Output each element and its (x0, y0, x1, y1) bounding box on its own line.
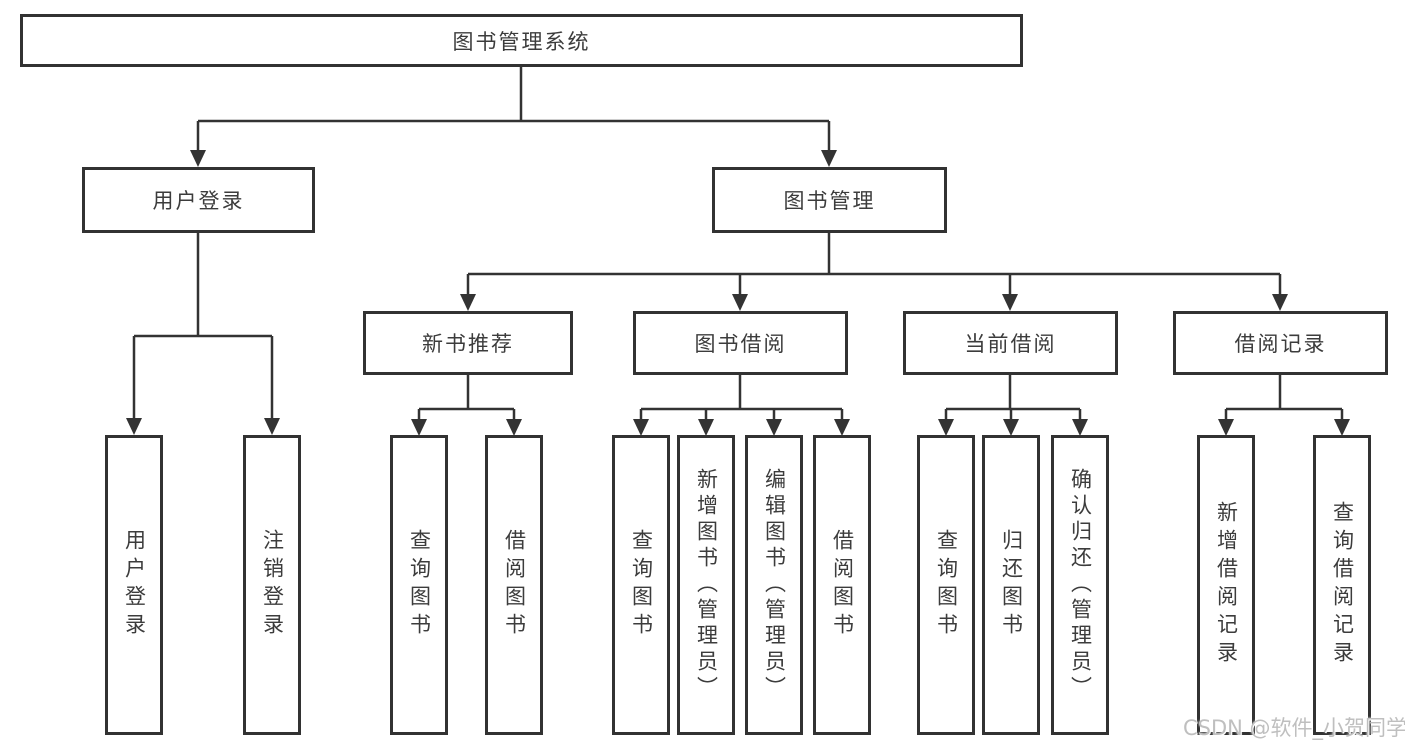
arrowhead-icon (698, 419, 714, 436)
arrowhead-icon (190, 150, 206, 167)
leaf-borrow-books: 借阅图书 (813, 435, 871, 735)
leaf-edit-books-admin: 编辑图书（管理员） (745, 435, 803, 735)
arrowhead-icon (732, 294, 748, 311)
arrowhead-icon (460, 294, 476, 311)
arrowhead-icon (1002, 294, 1018, 311)
node-book-management: 图书管理 (712, 167, 947, 233)
arrowhead-icon (1272, 294, 1288, 311)
leaf-add-books-admin: 新增图书（管理员） (677, 435, 735, 735)
csdn-watermark: CSDN @软件_小贺同学 (1183, 716, 1405, 740)
arrowhead-icon (633, 419, 649, 436)
leaf-query-books: 查询图书 (612, 435, 670, 735)
arrowheads (126, 150, 1350, 436)
leaf-query-books: 查询图书 (390, 435, 448, 735)
arrowhead-icon (821, 150, 837, 167)
arrowhead-icon (766, 419, 782, 436)
node-user-login: 用户登录 (82, 167, 315, 233)
leaf-add-borrow-record: 新增借阅记录 (1197, 435, 1255, 735)
arrowhead-icon (834, 419, 850, 436)
arrowhead-icon (1072, 419, 1088, 436)
leaf-confirm-return-admin: 确认归还（管理员） (1051, 435, 1109, 735)
arrowhead-icon (411, 419, 427, 436)
node-borrowing-records: 借阅记录 (1173, 311, 1388, 375)
leaf-return-books: 归还图书 (982, 435, 1040, 735)
arrowhead-icon (506, 419, 522, 436)
arrowhead-icon (938, 419, 954, 436)
leaf-query-borrow-record: 查询借阅记录 (1313, 435, 1371, 735)
arrowhead-icon (126, 418, 142, 435)
leaf-logout: 注销登录 (243, 435, 301, 735)
leaf-query-books: 查询图书 (917, 435, 975, 735)
arrowhead-icon (1218, 419, 1234, 436)
node-new-book-recommendation: 新书推荐 (363, 311, 573, 375)
leaf-borrow-books: 借阅图书 (485, 435, 543, 735)
arrowhead-icon (264, 418, 280, 435)
node-library-management-system: 图书管理系统 (20, 14, 1023, 67)
arrowhead-icon (1334, 419, 1350, 436)
leaf-user-login: 用户登录 (105, 435, 163, 735)
node-current-borrowing: 当前借阅 (903, 311, 1118, 375)
node-book-borrowing: 图书借阅 (633, 311, 848, 375)
arrowhead-icon (1003, 419, 1019, 436)
